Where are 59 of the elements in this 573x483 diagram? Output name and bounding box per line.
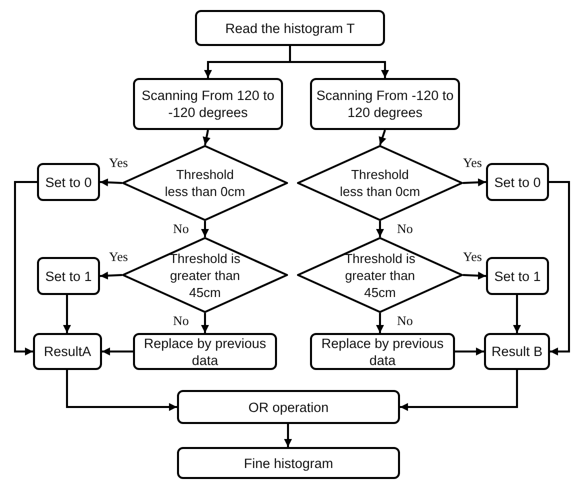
process-box <box>177 447 400 479</box>
node-text: OR operation <box>247 398 330 416</box>
arrow <box>513 295 521 333</box>
process-box <box>133 78 283 130</box>
result-box <box>484 333 550 370</box>
process-box <box>486 163 549 201</box>
node-text: Replace by previous data <box>142 334 268 368</box>
process-box <box>486 257 549 295</box>
arrow <box>376 221 384 237</box>
node-text: Read the histogram T <box>224 20 356 36</box>
node-text: Set to 1 <box>493 268 542 284</box>
arrow <box>100 272 122 280</box>
arrow <box>201 221 209 237</box>
arrow <box>462 178 486 186</box>
process-box <box>177 390 400 424</box>
arrow <box>202 130 210 146</box>
process-box <box>37 163 100 201</box>
result-box <box>33 333 102 370</box>
arrow <box>455 348 484 356</box>
decision-diamond <box>297 145 463 221</box>
edge-label: Yes <box>108 156 129 170</box>
decision-diamond <box>297 237 463 313</box>
arrow <box>462 272 486 280</box>
edge-label: No <box>396 222 414 236</box>
node-text: Threshold less than 0cm <box>164 166 246 200</box>
node-text: Set to 0 <box>493 174 542 190</box>
arrow <box>102 348 133 356</box>
node-text: Result B <box>490 343 544 360</box>
node-text: Set to 0 <box>44 174 93 190</box>
process-box <box>133 333 277 370</box>
process-box <box>310 333 455 370</box>
edge-label: Yes <box>462 250 483 264</box>
edge-label: No <box>172 222 190 236</box>
node-text: Scanning From -120 to 120 degrees <box>315 87 455 121</box>
edge-label: Yes <box>108 250 129 264</box>
process-box <box>195 10 385 46</box>
node-text: Threshold less than 0cm <box>338 166 422 200</box>
arrow <box>14 181 37 356</box>
node-text: ResultA <box>42 343 92 360</box>
arrow <box>376 313 384 333</box>
arrow <box>400 370 518 411</box>
edge-label: No <box>172 314 190 328</box>
node-text: Set to 1 <box>44 268 93 284</box>
node-text: Threshold is greater than 45cm <box>344 250 416 300</box>
node-text: Replace by previous data <box>320 334 445 368</box>
arrow <box>100 178 122 186</box>
node-text: Fine histogram <box>242 454 334 472</box>
arrow <box>284 424 292 447</box>
process-box <box>310 78 460 130</box>
arrow <box>201 313 209 333</box>
node-text: Scanning From 120 to -120 degrees <box>140 87 276 121</box>
edge-label: Yes <box>462 156 483 170</box>
arrow <box>66 370 177 411</box>
edge-label: No <box>396 314 414 328</box>
arrow <box>63 295 71 333</box>
node-text: Threshold is greater than 45cm <box>168 250 242 300</box>
arrow <box>378 130 386 146</box>
arrow <box>549 181 570 356</box>
process-box <box>37 257 100 295</box>
